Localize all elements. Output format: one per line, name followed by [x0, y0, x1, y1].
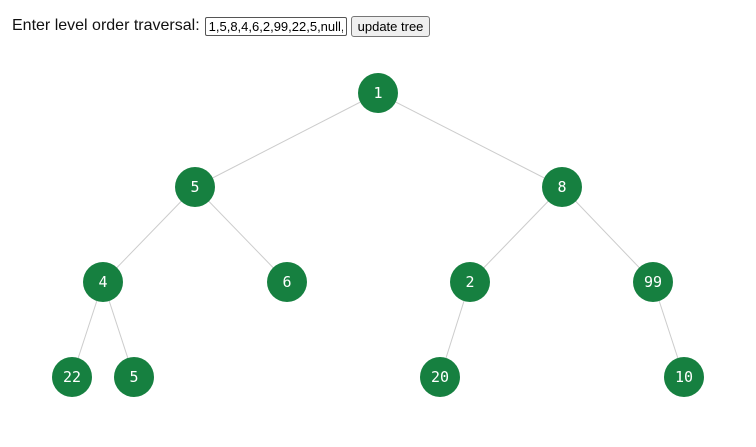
tree-edge [194, 186, 288, 283]
tree-node-circle [267, 262, 307, 302]
tree-node-circle [542, 167, 582, 207]
tree-node: 20 [420, 357, 460, 397]
tree-edges [71, 92, 685, 378]
tree-node-circle [83, 262, 123, 302]
tree-node-label: 4 [98, 273, 107, 291]
tree-node: 5 [114, 357, 154, 397]
tree-edge [561, 186, 654, 283]
tree-node: 22 [52, 357, 92, 397]
traversal-prompt-label: Enter level order traversal: [12, 17, 200, 34]
tree-node: 8 [542, 167, 582, 207]
tree-node: 6 [267, 262, 307, 302]
tree-node-circle [52, 357, 92, 397]
update-tree-button[interactable]: update tree [350, 15, 431, 37]
tree-node-circle [114, 357, 154, 397]
tree-node: 99 [633, 262, 673, 302]
tree-edge [194, 92, 379, 188]
tree-node-label: 5 [129, 368, 138, 386]
traversal-controls: Enter level order traversal: update tree [12, 15, 431, 37]
tree-edge [102, 186, 196, 283]
tree-node: 4 [83, 262, 123, 302]
tree-node-label: 22 [63, 368, 81, 386]
tree-node-label: 2 [465, 273, 474, 291]
tree-nodes: 1 5 8 4 6 2 99 22 5 20 10 [52, 73, 704, 397]
tree-node: 1 [358, 73, 398, 113]
tree-edge [469, 186, 563, 283]
tree-node: 10 [664, 357, 704, 397]
tree-node-label: 6 [282, 273, 291, 291]
tree-node: 5 [175, 167, 215, 207]
tree-edge [377, 92, 563, 188]
tree-node-circle [633, 262, 673, 302]
tree-node-label: 5 [190, 178, 199, 196]
tree-node-circle [664, 357, 704, 397]
tree-node-label: 99 [644, 273, 662, 291]
tree-node-label: 1 [373, 84, 382, 102]
tree-node: 2 [450, 262, 490, 302]
tree-node-label: 8 [557, 178, 566, 196]
traversal-input[interactable] [204, 16, 347, 36]
tree-node-circle [450, 262, 490, 302]
tree-node-label: 10 [675, 368, 693, 386]
tree-node-circle [358, 73, 398, 113]
tree-node-label: 20 [431, 368, 449, 386]
tree-node-circle [420, 357, 460, 397]
tree-node-circle [175, 167, 215, 207]
